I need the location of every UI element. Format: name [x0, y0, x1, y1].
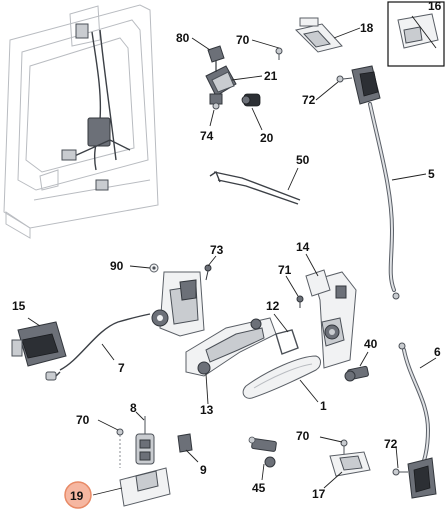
callout-70-top: 70 — [236, 33, 250, 47]
part-40-cylinder — [344, 365, 369, 382]
screw-80 — [207, 45, 225, 72]
part-17-bracket — [329, 451, 371, 477]
screw-74 — [212, 102, 220, 110]
callout-50: 50 — [296, 153, 310, 167]
callout-19: 19 — [70, 489, 84, 503]
part-15-motor — [11, 321, 67, 367]
part-1-handle — [242, 355, 321, 399]
callout-7: 7 — [118, 361, 125, 375]
rear-latch-body — [151, 271, 205, 337]
part-45-cylinder — [248, 436, 277, 468]
callout-labels: 16 18 80 70 21 72 74 20 5 50 14 90 73 71… — [12, 0, 442, 503]
screw-72-bottom — [392, 468, 408, 476]
part-19-base — [119, 467, 171, 507]
part-20-cylinder — [241, 93, 261, 107]
part-21-lock — [205, 65, 237, 105]
callout-13: 13 — [200, 403, 214, 417]
callout-18: 18 — [360, 21, 374, 35]
callout-70-bottom: 70 — [296, 429, 310, 443]
callout-9: 9 — [200, 463, 207, 477]
callout-8: 8 — [130, 401, 137, 415]
part-6-cable — [398, 342, 437, 499]
callout-40: 40 — [364, 337, 378, 351]
rear-door-panel — [3, 4, 159, 239]
callout-72-top: 72 — [302, 93, 316, 107]
callout-6: 6 — [434, 345, 441, 359]
callout-5: 5 — [428, 167, 435, 181]
callout-71: 71 — [278, 263, 292, 277]
callout-70-left: 70 — [76, 413, 90, 427]
screw-73 — [204, 264, 212, 281]
callout-16: 16 — [428, 0, 442, 13]
callout-21: 21 — [264, 69, 278, 83]
callout-45: 45 — [252, 481, 266, 495]
screw-70-bottom — [340, 439, 348, 454]
callout-72-bottom: 72 — [384, 437, 398, 451]
callout-20: 20 — [260, 131, 274, 145]
callout-80: 80 — [176, 31, 190, 45]
callout-1: 1 — [320, 399, 327, 413]
screw-70-top — [275, 47, 283, 60]
callout-73: 73 — [210, 243, 224, 257]
part-90-bushing — [149, 263, 159, 273]
callout-12: 12 — [266, 299, 280, 313]
callout-15: 15 — [12, 299, 26, 313]
callout-90: 90 — [110, 259, 124, 273]
highlight-marker — [64, 481, 92, 509]
part-13-handle-bracket — [185, 317, 277, 377]
screw-72-top — [336, 75, 353, 83]
callout-74: 74 — [200, 129, 214, 143]
part-18-bracket — [295, 17, 343, 53]
part-14-lock-mechanism — [305, 269, 357, 369]
callout-14: 14 — [296, 240, 310, 254]
part-7-cable — [45, 313, 151, 381]
callout-17: 17 — [312, 487, 326, 501]
inset-box — [387, 1, 445, 67]
part-5-cable — [351, 65, 400, 300]
part-50-rod — [209, 170, 301, 205]
part-8-hinge — [135, 416, 155, 465]
part-12-gasket — [275, 329, 299, 355]
screw-70-left — [116, 428, 124, 468]
part-9-clip — [177, 433, 193, 453]
leader-lines — [27, 27, 437, 496]
screw-71 — [296, 295, 304, 308]
